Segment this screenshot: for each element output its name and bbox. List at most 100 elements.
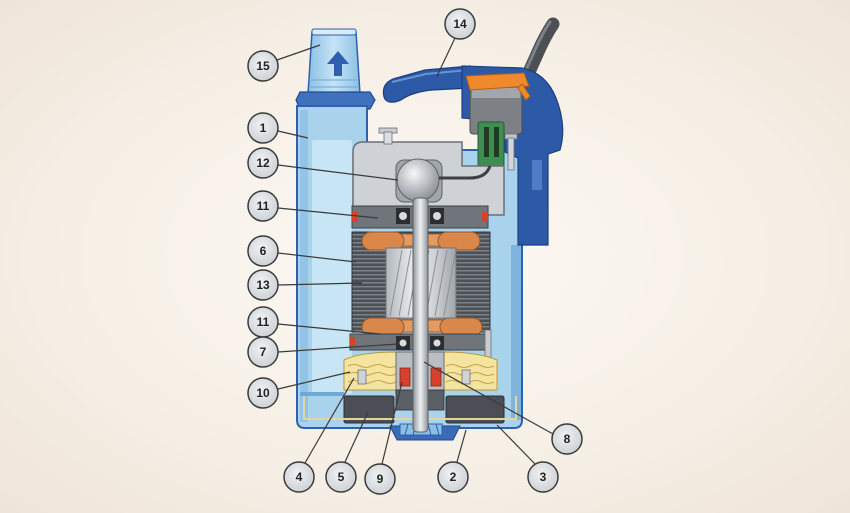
outlet-pipe-rim	[311, 28, 357, 36]
oil-wave	[445, 364, 495, 368]
junction-box-top	[472, 88, 520, 98]
leader-line-3	[496, 424, 536, 465]
callout-8: 8	[551, 423, 583, 455]
callout-6: 6	[247, 235, 279, 267]
arrow-up-icon-shaft	[334, 62, 342, 76]
callout-label: 14	[453, 17, 467, 31]
casing-left-edge	[300, 110, 308, 422]
rotor-bar	[443, 253, 456, 317]
callout-label: 11	[257, 315, 270, 329]
cover-screw	[383, 131, 393, 145]
callout-12: 12	[247, 147, 279, 179]
upper-o-ring-right	[482, 212, 488, 222]
upper-winding-right	[437, 231, 481, 251]
capacitor-wire	[439, 165, 492, 180]
capacitor	[396, 158, 440, 202]
callout-circle	[527, 461, 559, 493]
callout-label: 15	[256, 59, 270, 73]
callout-circle	[437, 461, 469, 493]
oil-wave	[347, 364, 397, 368]
leader-line-5	[344, 411, 369, 463]
callout-7: 7	[247, 336, 279, 368]
callout-label: 5	[338, 470, 345, 484]
callout-circle	[247, 269, 279, 301]
cable-clamp	[465, 72, 530, 91]
oil-wave	[347, 372, 397, 376]
callout-13: 13	[247, 269, 279, 301]
handle-bar	[382, 65, 471, 103]
callout-circle	[551, 423, 583, 455]
lower-bearing-ball	[399, 339, 407, 347]
leader-line-13	[277, 282, 363, 286]
impeller-left	[343, 395, 395, 424]
leader-line-8	[423, 361, 554, 435]
pump-chamber-lining	[303, 396, 517, 420]
callout-circle	[247, 190, 279, 222]
callout-circle	[444, 8, 476, 40]
callout-circle	[325, 461, 357, 493]
callout-label: 9	[377, 472, 384, 486]
leader-line-14	[436, 37, 456, 77]
intake-grid-bar	[435, 423, 440, 436]
callout-3: 3	[527, 461, 559, 493]
casing-highlight-panel	[312, 140, 352, 394]
handle-bar-highlight	[391, 69, 469, 83]
callout-circle	[247, 112, 279, 144]
rotor-bar	[389, 249, 403, 317]
outlet-collar	[295, 91, 376, 110]
lower-o-ring-left	[350, 337, 355, 346]
callout-11-lower: 11	[247, 306, 279, 338]
lower-bearing-ball	[433, 339, 441, 347]
callout-circle	[247, 377, 279, 409]
callout-10: 10	[247, 377, 279, 409]
rotor-bar	[434, 249, 448, 317]
leader-line-9	[381, 381, 403, 465]
callout-label: 4	[296, 470, 303, 484]
leader-line-6	[277, 252, 357, 263]
callout-4: 4	[283, 461, 315, 493]
leader-line-1	[277, 130, 309, 139]
casing-right-edge	[511, 245, 521, 420]
callouts: 15 14 1 12 11 6 13 11	[247, 8, 583, 495]
casing-inner-divider	[300, 392, 344, 396]
callout-circle	[247, 50, 279, 82]
callout-circle	[283, 461, 315, 493]
callout-label: 3	[540, 470, 547, 484]
upper-o-ring-left	[352, 212, 358, 222]
leader-line-12	[277, 164, 399, 181]
arrow-up-icon	[327, 51, 349, 76]
oil-chamber-left	[343, 351, 397, 391]
upper-bearing-ball	[399, 212, 407, 220]
oil-plug-right	[461, 369, 471, 385]
callout-circle	[247, 147, 279, 179]
side-screw	[507, 137, 515, 171]
mechanical-seal-left	[399, 367, 411, 387]
oil-wave	[347, 380, 397, 384]
leader-line-11-lower	[277, 323, 381, 335]
callout-label: 10	[256, 386, 270, 400]
terminal-block-slot	[494, 127, 499, 157]
terminal-block-slot	[484, 127, 489, 157]
leader-line-2	[456, 429, 467, 463]
leader-line-11-upper	[277, 207, 379, 219]
callout-1: 1	[247, 112, 279, 144]
outlet-pipe	[295, 28, 376, 110]
leader-line-10	[277, 371, 351, 390]
callout-11-upper: 11	[247, 190, 279, 222]
callout-label: 1	[260, 121, 267, 135]
callout-2: 2	[437, 461, 469, 493]
callout-circle	[247, 336, 279, 368]
oil-plug-left	[357, 369, 367, 385]
leader-lines	[276, 37, 554, 465]
callout-label: 11	[257, 199, 270, 213]
callout-circle	[247, 235, 279, 267]
leader-line-15	[276, 44, 321, 61]
callout-label: 6	[260, 244, 267, 258]
mechanical-seal-right	[430, 367, 442, 387]
callout-label: 2	[450, 470, 457, 484]
arrow-up-icon-head	[327, 51, 349, 64]
leader-line-7	[277, 343, 399, 353]
upper-bearing-ball	[433, 212, 441, 220]
